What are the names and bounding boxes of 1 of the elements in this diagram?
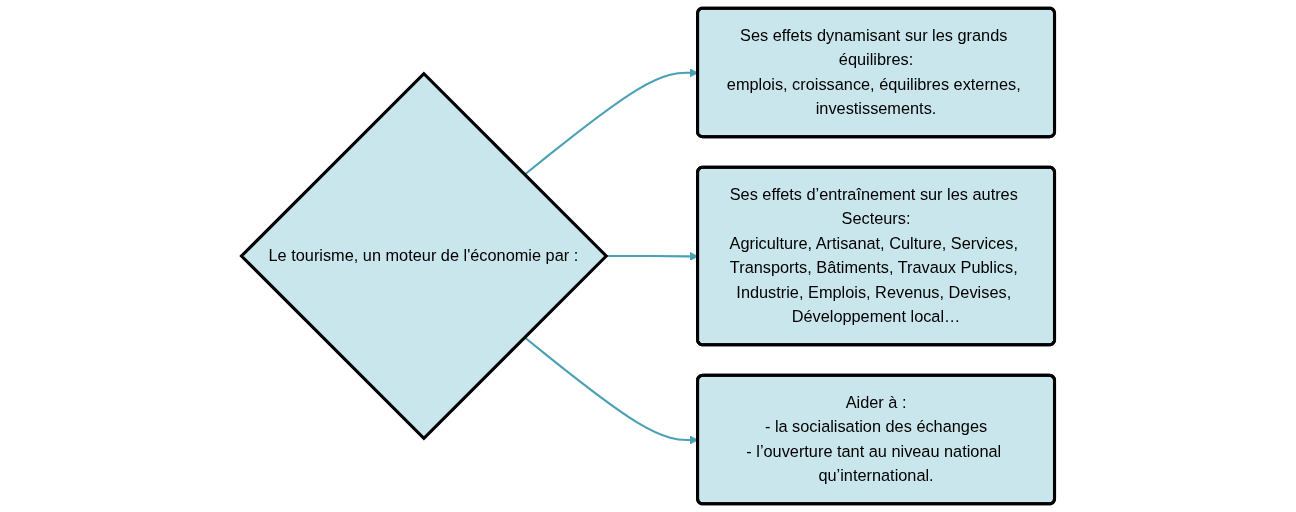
node-diamond: Le tourisme, un moteur de l'économie par : [239, 71, 609, 441]
